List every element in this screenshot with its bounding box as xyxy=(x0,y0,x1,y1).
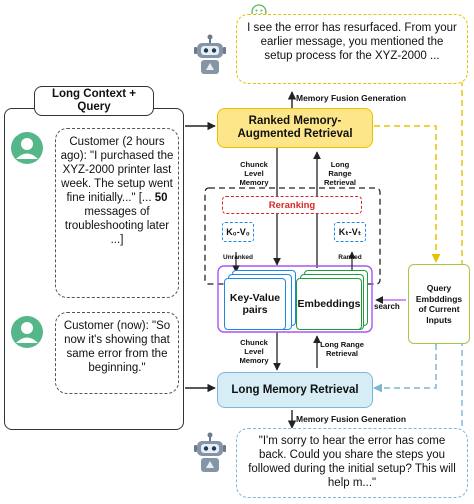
embeddings-box: Embeddings xyxy=(296,278,362,330)
bottom-response-text: "I'm sorry to hear the error has come ba… xyxy=(248,435,456,489)
ranked-retrieval-text: Ranked Memory-Augmented Retrieval xyxy=(237,115,353,140)
long-range-retrieval-bottom-label: Long Range Retrieval xyxy=(320,340,364,358)
unranked-label: Unranked xyxy=(223,254,253,261)
long-memory-retrieval-box: Long Memory Retrieval xyxy=(217,372,373,408)
customer-avatar-icon-1 xyxy=(10,131,44,170)
robot-icon-bottom xyxy=(193,432,227,479)
message-count: 50 xyxy=(154,192,168,204)
unranked-kv-text: K₀-V₀ xyxy=(226,227,250,237)
ranked-label: Ranked xyxy=(338,254,362,261)
chunk-level-memory-top-label: Chunck Level Memory xyxy=(239,160,269,187)
ranked-kv-text: Kₜ-Vₜ xyxy=(338,226,362,237)
top-response-bubble: I see the error has resurfaced. From you… xyxy=(236,14,468,84)
embeddings-text: Embeddings xyxy=(297,298,361,310)
key-value-pairs-text: Key-Value pairs xyxy=(229,292,281,316)
customer-message-2-text: Customer (now): "So now it's showing tha… xyxy=(63,320,171,374)
reranking-box: Reranking xyxy=(222,196,362,214)
customer-avatar-icon-2 xyxy=(10,315,44,354)
top-response-text: I see the error has resurfaced. From you… xyxy=(247,22,457,62)
long-context-title: Long Context + Query xyxy=(34,86,154,116)
customer-message-1-text: Customer (2 hours ago): "I purchased the… xyxy=(60,136,174,204)
ranked-kv-box: Kₜ-Vₜ xyxy=(334,222,366,242)
query-embeddings-text: Query Embddings of Current Inputs xyxy=(415,283,463,325)
unranked-kv-box: K₀-V₀ xyxy=(222,222,254,242)
memory-fusion-generation-bottom-label: Memory Fusion Generation xyxy=(296,414,407,424)
customer-message-1: Customer (2 hours ago): "I purchased the… xyxy=(55,128,179,298)
chunk-level-memory-bottom-label: Chunck Level Memory xyxy=(239,338,269,365)
reranking-text: Reranking xyxy=(268,199,316,211)
search-label: search xyxy=(374,302,400,311)
memory-fusion-generation-top-label: Memory Fusion Generation xyxy=(296,93,407,103)
robot-icon-top xyxy=(193,34,227,81)
key-value-pairs-box: Key-Value pairs xyxy=(224,278,286,330)
yellow-dashed-route xyxy=(374,125,441,263)
long-memory-retrieval-text: Long Memory Retrieval xyxy=(231,384,359,396)
query-embeddings-box: Query Embddings of Current Inputs xyxy=(408,264,470,344)
storage-frame xyxy=(217,265,373,333)
long-range-retrieval-top-label: Long Range Retrieval xyxy=(323,160,357,187)
customer-message-2: Customer (now): "So now it's showing tha… xyxy=(55,312,179,394)
blue-dashed-route xyxy=(373,344,437,393)
bottom-response-bubble: "I'm sorry to hear the error has come ba… xyxy=(236,428,468,498)
ranked-retrieval-box: Ranked Memory-Augmented Retrieval xyxy=(217,108,373,148)
long-context-title-text: Long Context + Query xyxy=(51,88,136,113)
customer-message-1-tail: messages of troubleshooting later ...] xyxy=(64,206,170,246)
